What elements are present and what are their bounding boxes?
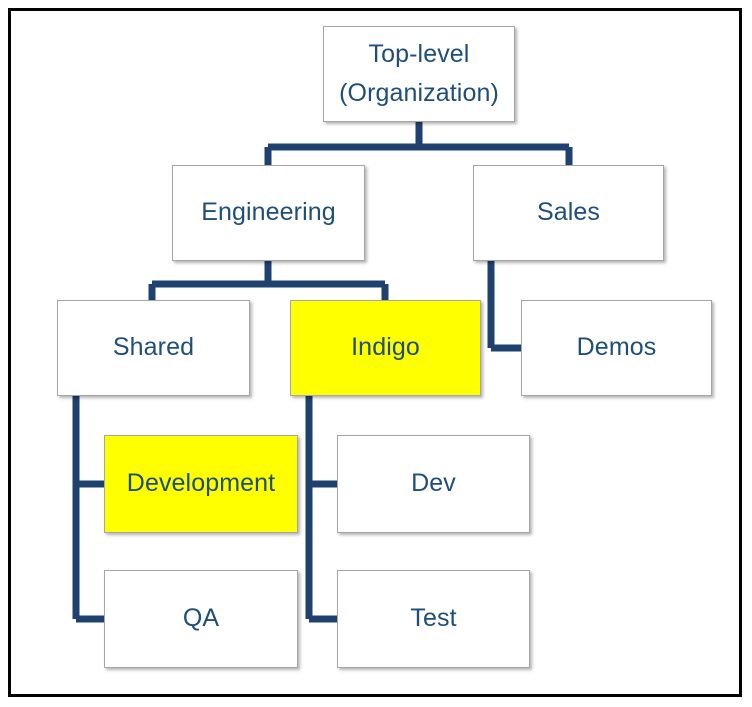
node-demos[interactable]: Demos [521,300,712,396]
node-indigo-label: Indigo [351,333,420,362]
node-indigo[interactable]: Indigo [290,300,481,396]
node-demos-label: Demos [576,333,657,362]
node-top-level-label: Top-level (Organization) [339,40,499,107]
node-engineering-label: Engineering [201,198,336,227]
node-sales-label: Sales [536,198,601,227]
node-test[interactable]: Test [337,570,530,668]
node-development[interactable]: Development [104,435,298,533]
node-top-level[interactable]: Top-level (Organization) [323,26,515,122]
node-development-label: Development [126,469,276,498]
node-shared[interactable]: Shared [57,300,250,396]
node-qa[interactable]: QA [104,570,298,668]
node-dev-label: Dev [411,469,456,498]
node-qa-label: QA [182,604,220,633]
node-dev[interactable]: Dev [337,435,530,533]
node-engineering[interactable]: Engineering [172,165,365,261]
node-shared-label: Shared [112,333,195,362]
node-test-label: Test [410,604,457,633]
node-sales[interactable]: Sales [473,165,664,261]
